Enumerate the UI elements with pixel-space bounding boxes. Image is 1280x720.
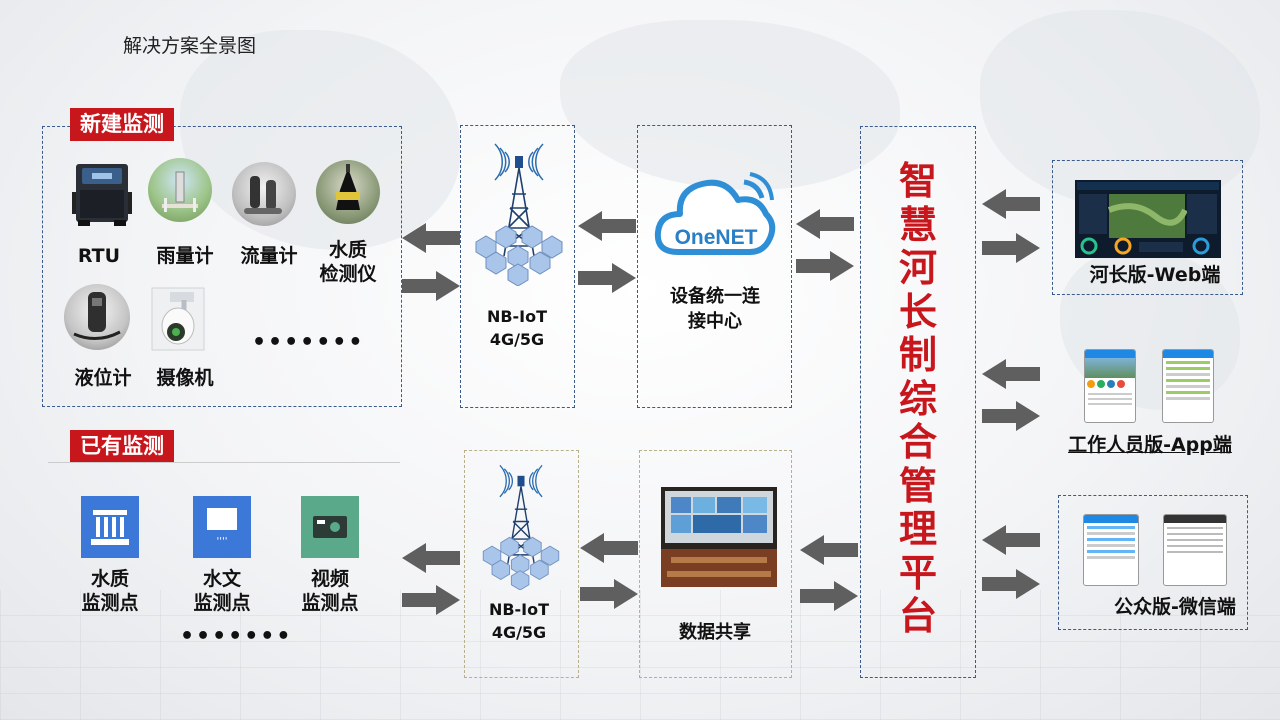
- platform-title-char: 慧: [898, 202, 937, 247]
- platform-title-char: 河: [898, 246, 937, 290]
- cell-tower-icon: [482, 464, 560, 590]
- rtu-device-icon: [72, 164, 132, 226]
- building-icon: [81, 496, 139, 558]
- svg-text:'''': '''': [217, 536, 228, 547]
- platform-title-char: 平: [898, 550, 937, 595]
- platform-title-char: 制: [898, 333, 937, 377]
- onenet-logo-text: OneNET: [674, 226, 758, 249]
- wechat-client-box: [1058, 495, 1248, 630]
- platform-title: 智慧河长制综合管理平台: [896, 159, 940, 639]
- device-label-rtu: RTU: [77, 245, 121, 267]
- control-room-photo-icon: [661, 487, 777, 587]
- flow-meter-photo-icon: [232, 162, 296, 226]
- wechat-screen-detail-icon: [1163, 514, 1227, 586]
- device-label-flow-meter: 流量计: [240, 245, 298, 267]
- wechat-screen-list-icon: [1083, 514, 1139, 586]
- network-top-label: NB-IoT 4G/5G: [486, 307, 548, 350]
- arrow-left-icon: [796, 209, 854, 239]
- arrow-left-icon: [982, 189, 1040, 219]
- platform-title-char: 长: [898, 289, 937, 334]
- device-label-water-quality: 水质 检测仪: [319, 239, 377, 285]
- platform-box: [860, 126, 976, 678]
- arrow-right-icon: [402, 585, 460, 615]
- arrow-right-icon: [796, 251, 854, 281]
- rain-gauge-photo-icon: [148, 158, 212, 222]
- point-label-water-quality: 水质 监测点: [81, 568, 139, 614]
- water-quality-buoy-photo-icon: [316, 160, 380, 224]
- world-map-shape: [180, 30, 460, 250]
- arrow-left-icon: [982, 359, 1040, 389]
- device-label-level-meter: 液位计: [74, 367, 132, 389]
- client-label-app: 工作人员版-App端: [1068, 434, 1232, 456]
- new-monitoring-tag: 新建监测: [70, 108, 174, 142]
- arrow-left-icon: [982, 525, 1040, 555]
- new-monitoring-box: [42, 126, 402, 407]
- onenet-cloud-icon: [654, 172, 776, 255]
- existing-monitoring-underline: [48, 462, 400, 463]
- app-screen-list-icon: [1162, 349, 1214, 423]
- point-label-hydrology: 水文 监测点: [193, 568, 251, 614]
- world-map-shape: [980, 10, 1260, 210]
- point-label-video: 视频 监测点: [301, 568, 359, 614]
- client-label-wechat: 公众版-微信端: [1114, 596, 1236, 618]
- floor-grid: [0, 590, 1280, 720]
- platform-title-char: 台: [898, 594, 937, 638]
- arrow-right-icon: [578, 263, 636, 293]
- arrow-right-icon: [800, 581, 858, 611]
- rain-icon: '''': [193, 496, 251, 558]
- web-dashboard-screenshot-icon: [1075, 180, 1221, 258]
- platform-title-char: 合: [898, 420, 937, 464]
- existing-monitoring-ellipsis: •••••••: [180, 624, 293, 649]
- arrow-right-icon: [402, 271, 460, 301]
- world-map-shape: [560, 20, 900, 190]
- platform-title-char: 理: [898, 507, 937, 551]
- arrow-right-icon: [982, 569, 1040, 599]
- onenet-box: [637, 125, 792, 408]
- arrow-right-icon: [982, 401, 1040, 431]
- client-label-web: 河长版-Web端: [1089, 264, 1221, 286]
- network-top-box: [460, 125, 575, 408]
- network-bottom-label: NB-IoT 4G/5G: [488, 600, 550, 643]
- level-meter-photo-icon: [64, 284, 130, 350]
- web-client-box: [1052, 160, 1243, 295]
- dome-camera-photo-icon: [151, 287, 205, 351]
- arrow-right-icon: [982, 233, 1040, 263]
- onenet-label: 设备统一连 接中心: [670, 286, 760, 333]
- app-screen-home-icon: [1084, 349, 1136, 423]
- arrow-left-icon: [578, 211, 636, 241]
- data-share-box: [639, 450, 792, 678]
- arrow-left-icon: [402, 543, 460, 573]
- platform-title-char: 综: [898, 376, 937, 421]
- camera-icon: [301, 496, 359, 558]
- network-bottom-box: [464, 450, 579, 678]
- existing-monitoring-tag: 已有监测: [70, 430, 174, 464]
- cell-tower-icon: [475, 143, 563, 286]
- data-share-label: 数据共享: [679, 622, 751, 643]
- arrow-left-icon: [580, 533, 638, 563]
- device-label-camera: 摄像机: [156, 367, 214, 389]
- new-monitoring-ellipsis: •••••••: [252, 330, 365, 355]
- page-title: 解决方案全景图: [123, 35, 257, 57]
- platform-title-char: 管: [898, 463, 937, 508]
- arrow-right-icon: [580, 579, 638, 609]
- arrow-left-icon: [800, 535, 858, 565]
- device-label-rain-gauge: 雨量计: [156, 245, 214, 267]
- platform-title-char: 智: [898, 159, 937, 203]
- arrow-left-icon: [402, 223, 460, 253]
